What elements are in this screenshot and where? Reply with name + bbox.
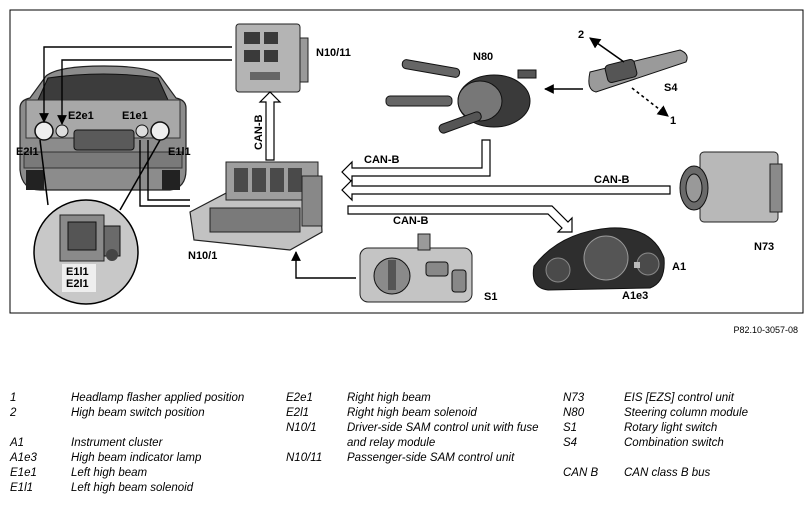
label-detail-e1l1: E1l1 bbox=[66, 266, 89, 278]
legend-item: N73 EIS [EZS] control unit bbox=[563, 391, 803, 406]
legend-column-2: E2e1 Right high beam E2l1 Right high beam … bbox=[286, 391, 556, 466]
legend-item: 1 Headlamp flasher applied position bbox=[10, 391, 275, 406]
label-e2e1: E2e1 bbox=[68, 110, 94, 122]
legend-desc: Right high beam bbox=[347, 392, 431, 404]
label-e1e1: E1e1 bbox=[122, 110, 148, 122]
legend-key: A1e3 bbox=[10, 452, 37, 464]
s4-switch-image bbox=[588, 37, 688, 117]
label-n73: N73 bbox=[754, 241, 774, 253]
legend-desc: High beam indicator lamp bbox=[71, 452, 202, 464]
n73-module-image bbox=[679, 151, 783, 223]
legend-item: S4 Combination switch bbox=[563, 436, 803, 451]
label-canb-n73: CAN-B bbox=[594, 174, 629, 186]
s1-switch-image bbox=[359, 233, 473, 303]
headlamp-detail-image bbox=[33, 139, 161, 305]
label-canb-n80: CAN-B bbox=[364, 154, 399, 166]
legend-desc: Steering column module bbox=[624, 407, 749, 419]
label-n10-11: N10/11 bbox=[316, 47, 351, 59]
label-e2l1: E2l1 bbox=[16, 146, 39, 158]
legend-key: E1e1 bbox=[10, 467, 37, 479]
legend-key: N10/1 bbox=[286, 422, 317, 434]
label-canb-vertical: CAN-B bbox=[253, 115, 265, 150]
canb-arrow-to-n10-11 bbox=[258, 91, 282, 161]
canb-arrow-n80-to-n10-1 bbox=[341, 139, 491, 184]
legend-item: E2e1 Right high beam bbox=[286, 391, 556, 406]
legend-key: E2l1 bbox=[286, 407, 310, 419]
label-detail-e2l1: E2l1 bbox=[66, 278, 89, 290]
legend-desc: EIS [EZS] control unit bbox=[624, 392, 734, 404]
label-s4-position-2: 2 bbox=[578, 29, 584, 41]
legend-column-3: N73 EIS [EZS] control unit N80 Steering co… bbox=[563, 391, 803, 481]
canb-arrow-n10-1-to-a1 bbox=[347, 205, 573, 233]
legend-item: CAN B CAN class B bus bbox=[563, 466, 803, 481]
legend-key: S4 bbox=[563, 437, 578, 449]
left-headlamp bbox=[34, 121, 54, 141]
n80-module-image bbox=[385, 59, 537, 134]
arrow-s1-to-n10-1 bbox=[291, 251, 356, 279]
label-s4: S4 bbox=[664, 82, 678, 94]
legend-desc: Instrument cluster bbox=[71, 437, 163, 449]
label-n10-1: N10/1 bbox=[188, 250, 217, 262]
legend-item: N10/1 Driver-side SAM control unit with f… bbox=[286, 421, 556, 451]
legend-desc: Left high beam bbox=[71, 467, 148, 479]
legend-item: E1l1 Left high beam solenoid bbox=[10, 481, 275, 496]
legend-desc: Rotary light switch bbox=[624, 422, 718, 434]
legend-item: A1e3 High beam indicator lamp bbox=[10, 451, 275, 466]
legend-desc: Driver-side SAM control unit with fuse a… bbox=[347, 422, 539, 449]
legend-item: E1e1 Left high beam bbox=[10, 466, 275, 481]
legend-key: N73 bbox=[563, 392, 585, 404]
legend-key: 2 bbox=[10, 407, 17, 419]
headlamp-wiring bbox=[39, 46, 232, 207]
n10-11-module-image bbox=[235, 23, 309, 93]
legend-key: 1 bbox=[10, 392, 17, 404]
legend-item: N10/11 Passenger-side SAM control unit bbox=[286, 451, 556, 466]
legend-key: N10/11 bbox=[286, 452, 323, 464]
legend-item: 2 High beam switch position bbox=[10, 406, 275, 421]
legend-spacer bbox=[563, 451, 803, 466]
legend-item: A1 Instrument cluster bbox=[10, 436, 275, 451]
legend-desc: Left high beam solenoid bbox=[71, 482, 194, 494]
legend-desc: Passenger-side SAM control unit bbox=[347, 452, 515, 464]
label-canb-a1: CAN-B bbox=[393, 215, 428, 227]
legend-desc: High beam switch position bbox=[71, 407, 205, 419]
n10-1-module-image bbox=[189, 161, 323, 251]
right-headlamp bbox=[150, 121, 170, 141]
label-a1: A1 bbox=[672, 261, 686, 273]
label-a1e3: A1e3 bbox=[622, 290, 648, 302]
legend-desc: Combination switch bbox=[624, 437, 724, 449]
label-e1l1: E1l1 bbox=[168, 146, 191, 158]
legend-desc: Headlamp flasher applied position bbox=[71, 392, 245, 404]
legend-key: S1 bbox=[563, 422, 578, 434]
legend-item: S1 Rotary light switch bbox=[563, 421, 803, 436]
legend-item: E2l1 Right high beam solenoid bbox=[286, 406, 556, 421]
figure-reference-code: P82.10-3057-08 bbox=[733, 325, 798, 335]
legend-key: CAN B bbox=[563, 467, 599, 479]
legend-key: E1l1 bbox=[10, 482, 34, 494]
a1-instrument-cluster-image bbox=[532, 227, 665, 291]
label-s1: S1 bbox=[484, 291, 497, 303]
car-front-image bbox=[19, 65, 187, 191]
legend-spacer bbox=[10, 421, 275, 436]
label-n80: N80 bbox=[473, 51, 493, 63]
legend-key: N80 bbox=[563, 407, 585, 419]
legend-key: A1 bbox=[10, 437, 25, 449]
canb-arrow-n73-to-n10-1 bbox=[341, 178, 671, 202]
legend-desc: Right high beam solenoid bbox=[347, 407, 477, 419]
legend-key: E2e1 bbox=[286, 392, 313, 404]
label-s4-position-1: 1 bbox=[670, 115, 676, 127]
legend-item: N80 Steering column module bbox=[563, 406, 803, 421]
legend-desc: CAN class B bus bbox=[624, 467, 711, 479]
